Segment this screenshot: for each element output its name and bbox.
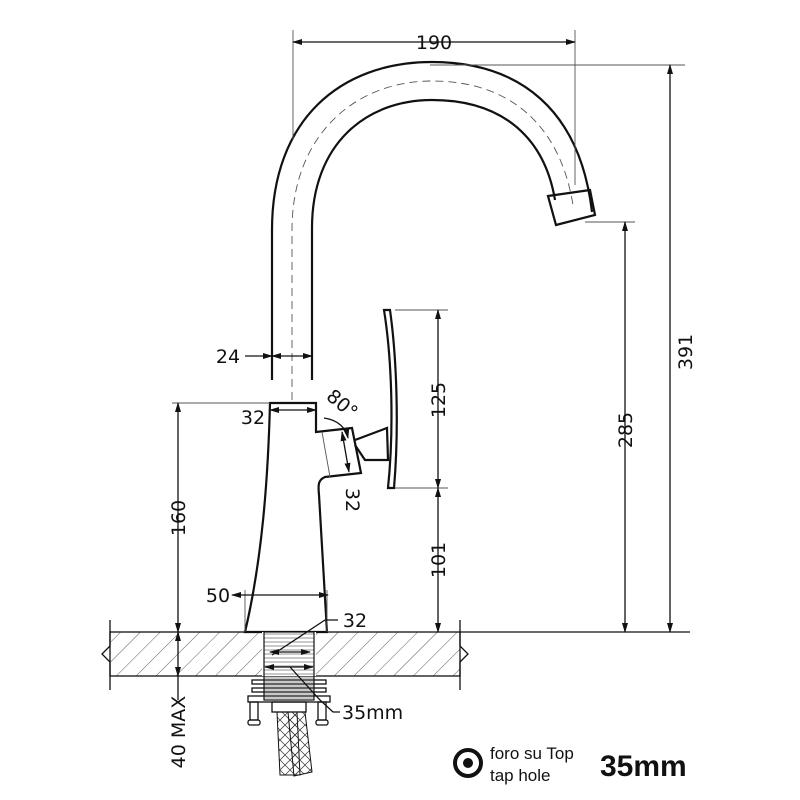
legend-label-en: tap hole xyxy=(490,766,551,785)
dim-outlet-height: 285 xyxy=(615,412,637,448)
dim-pipe-diameter: 24 xyxy=(216,346,240,368)
tap-body xyxy=(243,308,398,634)
dim-lever-block: 32 xyxy=(341,488,363,512)
tap-hole-icon xyxy=(453,748,483,778)
countertop xyxy=(101,620,690,690)
dim-lever-length: 125 xyxy=(428,382,450,418)
dimension-lines xyxy=(172,30,685,713)
dim-max-thickness: 40 MAX xyxy=(168,696,190,769)
dim-spout-reach: 190 xyxy=(416,32,452,54)
dim-body-top-width: 32 xyxy=(241,407,265,429)
tap-hole-legend: foro su Top tap hole 35mm xyxy=(453,744,687,785)
legend-value: 35mm xyxy=(600,750,687,783)
legend-label-it: foro su Top xyxy=(490,744,574,763)
dim-total-height: 391 xyxy=(675,334,697,370)
spout xyxy=(270,60,597,400)
dim-hole-diameter: 35mm xyxy=(342,702,403,724)
dim-lever-height: 101 xyxy=(428,542,450,578)
dim-lever-angle: 80° xyxy=(322,385,362,424)
dim-body-height: 160 xyxy=(168,500,190,536)
dim-shank-diameter: 32 xyxy=(343,610,367,632)
dim-base-width: 50 xyxy=(206,585,230,607)
